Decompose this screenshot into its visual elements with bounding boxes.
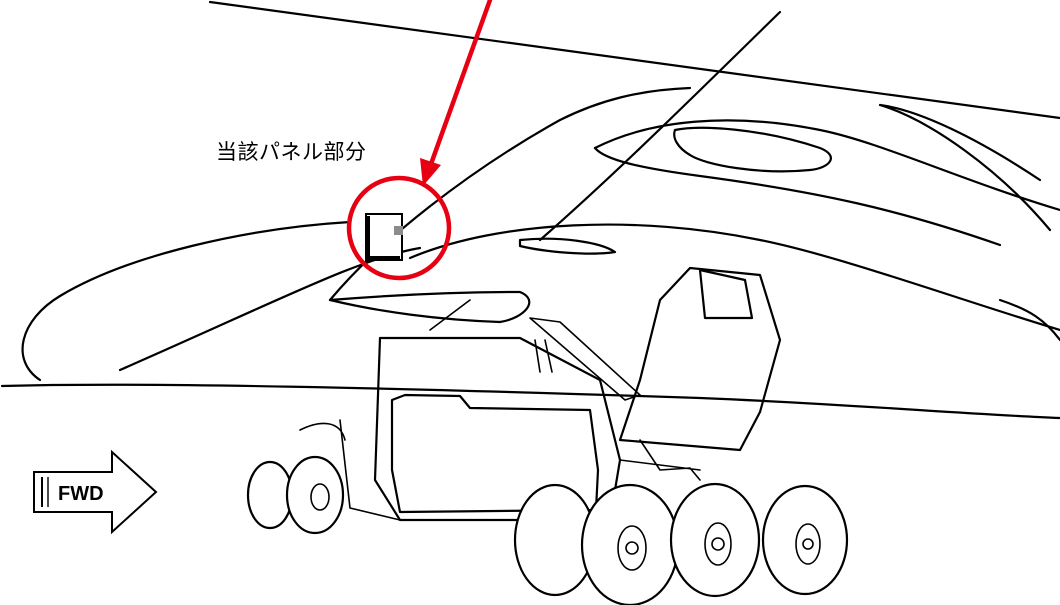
main-wheel-set bbox=[513, 482, 849, 605]
target-panel bbox=[365, 213, 403, 261]
right-arrow-icon bbox=[33, 449, 158, 535]
direction-label: FWD bbox=[58, 483, 104, 505]
aircraft-outline bbox=[0, 0, 1060, 420]
gear-door bbox=[529, 266, 782, 452]
rear-wheel-set bbox=[246, 455, 345, 535]
callout-arrow-icon bbox=[420, 0, 493, 186]
callout-label: 当該パネル部分 bbox=[216, 140, 367, 164]
wing bbox=[328, 10, 1060, 342]
callout-highlight-circle bbox=[346, 175, 452, 281]
